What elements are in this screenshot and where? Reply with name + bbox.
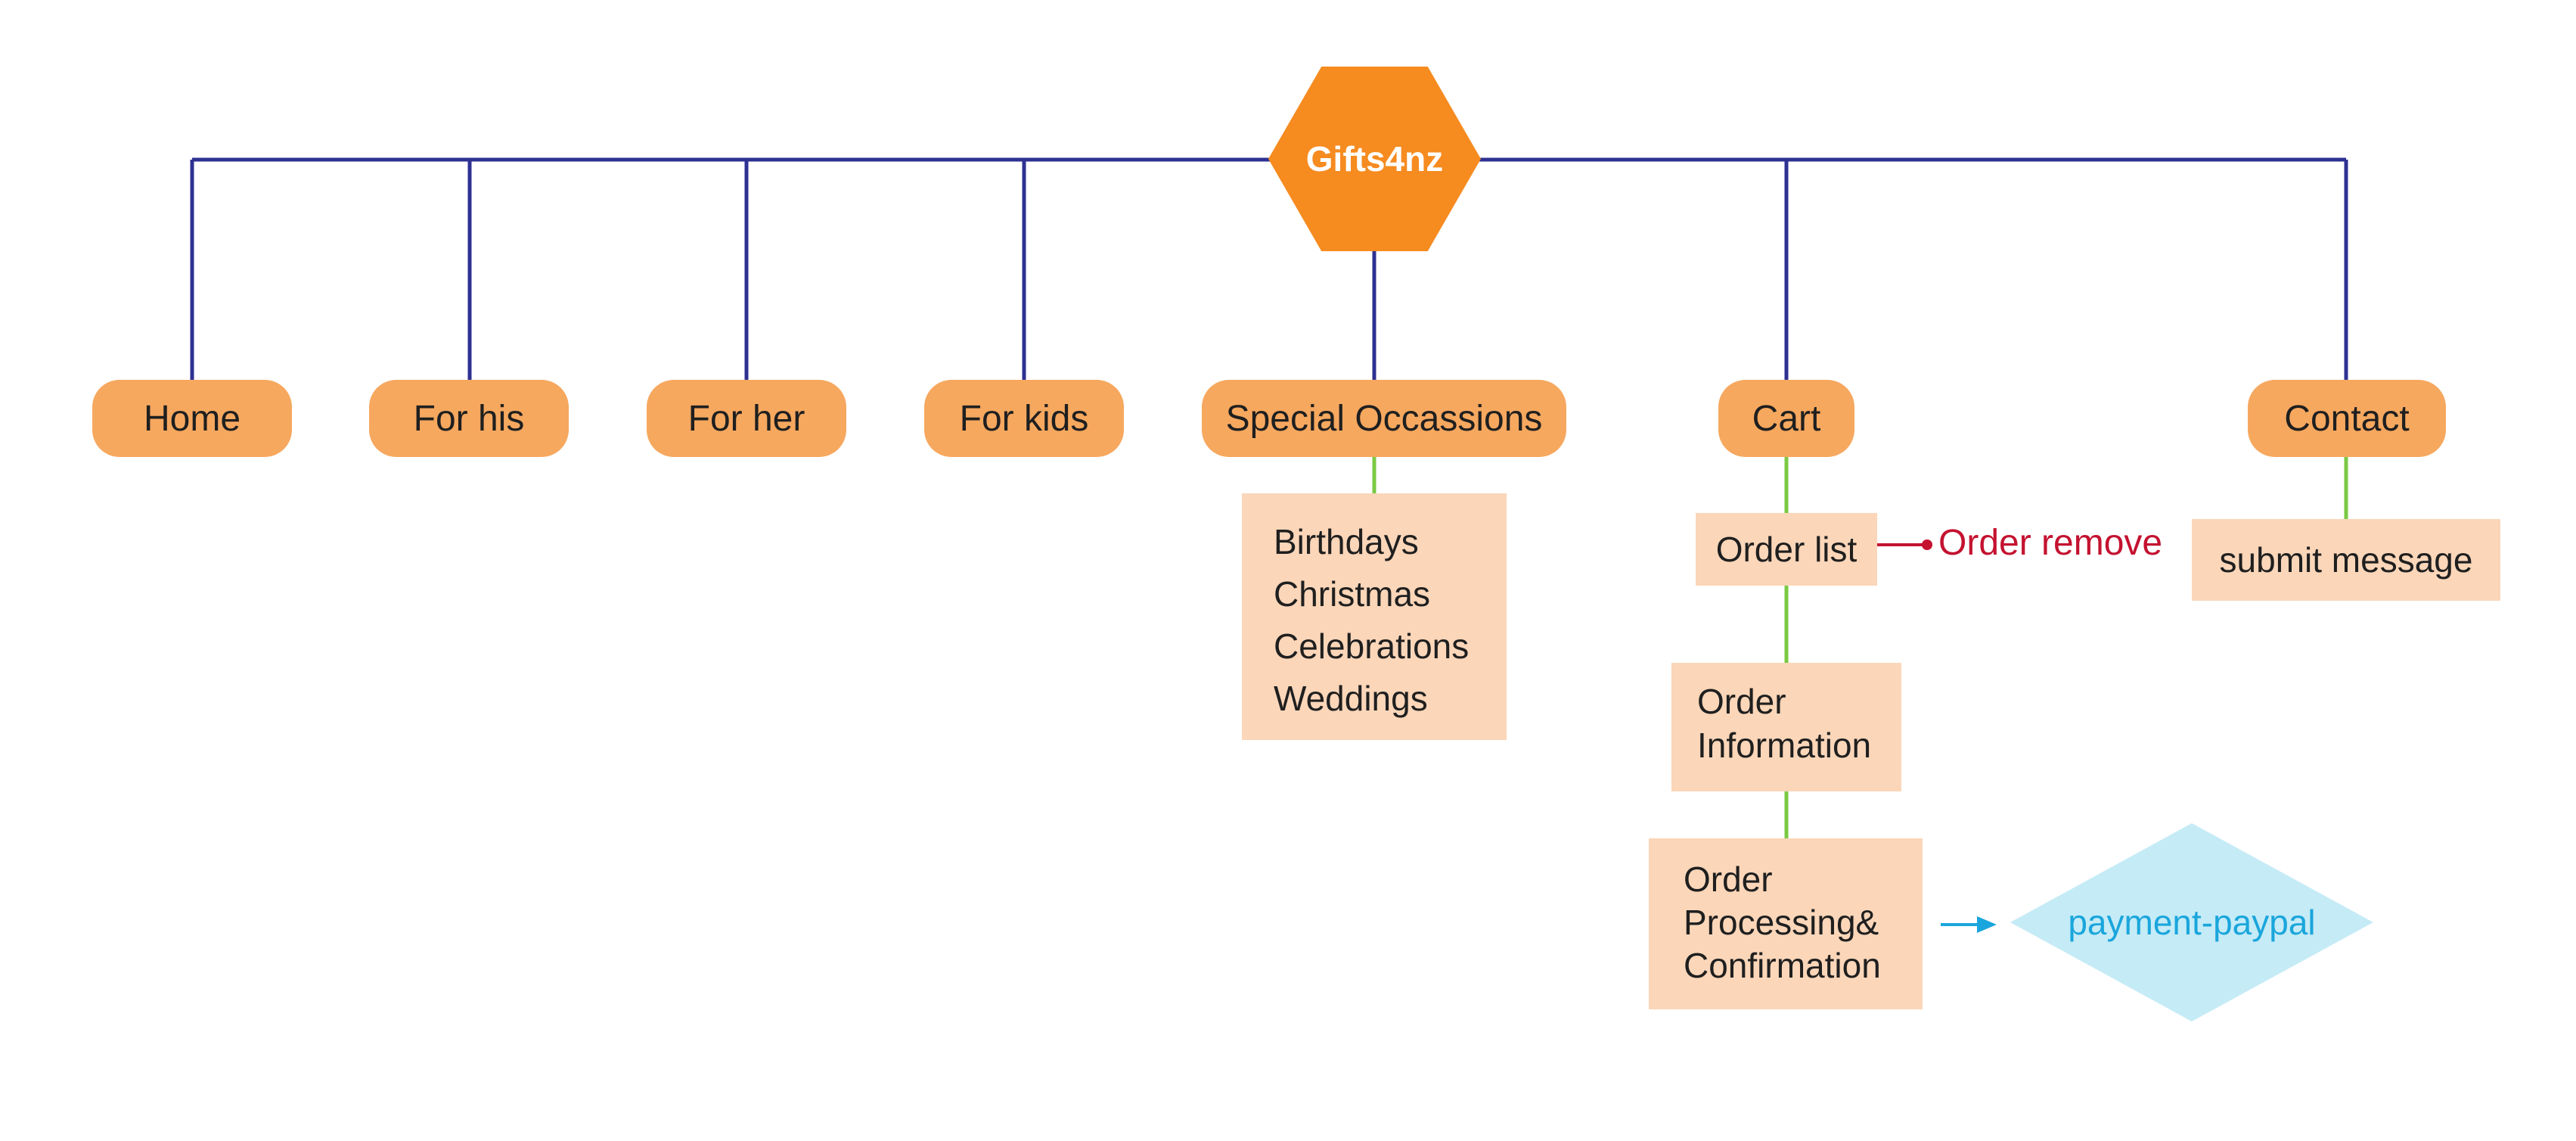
occasion-item[interactable]: Weddings	[1274, 679, 1428, 718]
occasions-list-box: Birthdays Christmas Celebrations Wedding…	[1242, 493, 1507, 740]
order-information-line: Information	[1697, 726, 1872, 765]
nav-node-cart-label: Cart	[1752, 398, 1821, 439]
nav-node-special-occasions[interactable]: Special Occassions	[1202, 380, 1566, 457]
root-node-gifts4nz: Gifts4nz	[1268, 67, 1481, 251]
order-processing-line: Order	[1684, 860, 1773, 899]
nav-node-for-kids-label: For kids	[959, 398, 1089, 439]
order-processing-line: Confirmation	[1684, 946, 1881, 985]
submit-message-label: submit message	[2219, 539, 2473, 580]
order-processing-line: Processing&	[1684, 903, 1879, 942]
nav-node-for-her[interactable]: For her	[647, 380, 846, 457]
nav-node-cart[interactable]: Cart	[1718, 380, 1854, 457]
order-information-line: Order	[1697, 682, 1786, 721]
payment-paypal-label: payment-paypal	[2068, 903, 2316, 942]
occasion-item[interactable]: Christmas	[1274, 574, 1431, 614]
nav-node-home-label: Home	[143, 398, 241, 439]
nav-node-home[interactable]: Home	[92, 380, 292, 457]
order-information-box[interactable]: Order Information	[1671, 663, 1901, 791]
nav-node-for-her-label: For her	[687, 398, 805, 439]
payment-arrow-head	[1977, 916, 1997, 933]
submit-message-box[interactable]: submit message	[2192, 519, 2500, 601]
occasion-item[interactable]: Birthdays	[1274, 522, 1419, 561]
order-list-label: Order list	[1715, 529, 1858, 569]
occasion-item[interactable]: Celebrations	[1274, 626, 1470, 666]
nav-node-contact-label: Contact	[2284, 398, 2410, 439]
nav-node-for-kids[interactable]: For kids	[924, 380, 1124, 457]
order-processing-box[interactable]: Order Processing& Confirmation	[1649, 838, 1923, 1009]
order-remove-label[interactable]: Order remove	[1938, 523, 2163, 563]
nav-node-contact[interactable]: Contact	[2248, 380, 2446, 457]
remove-dot	[1922, 539, 1932, 550]
nav-node-for-his-label: For his	[413, 398, 525, 439]
root-label: Gifts4nz	[1305, 139, 1444, 179]
nav-node-special-occasions-label: Special Occassions	[1225, 398, 1543, 439]
nav-node-for-his[interactable]: For his	[369, 380, 569, 457]
order-list-box[interactable]: Order list	[1696, 513, 1877, 586]
